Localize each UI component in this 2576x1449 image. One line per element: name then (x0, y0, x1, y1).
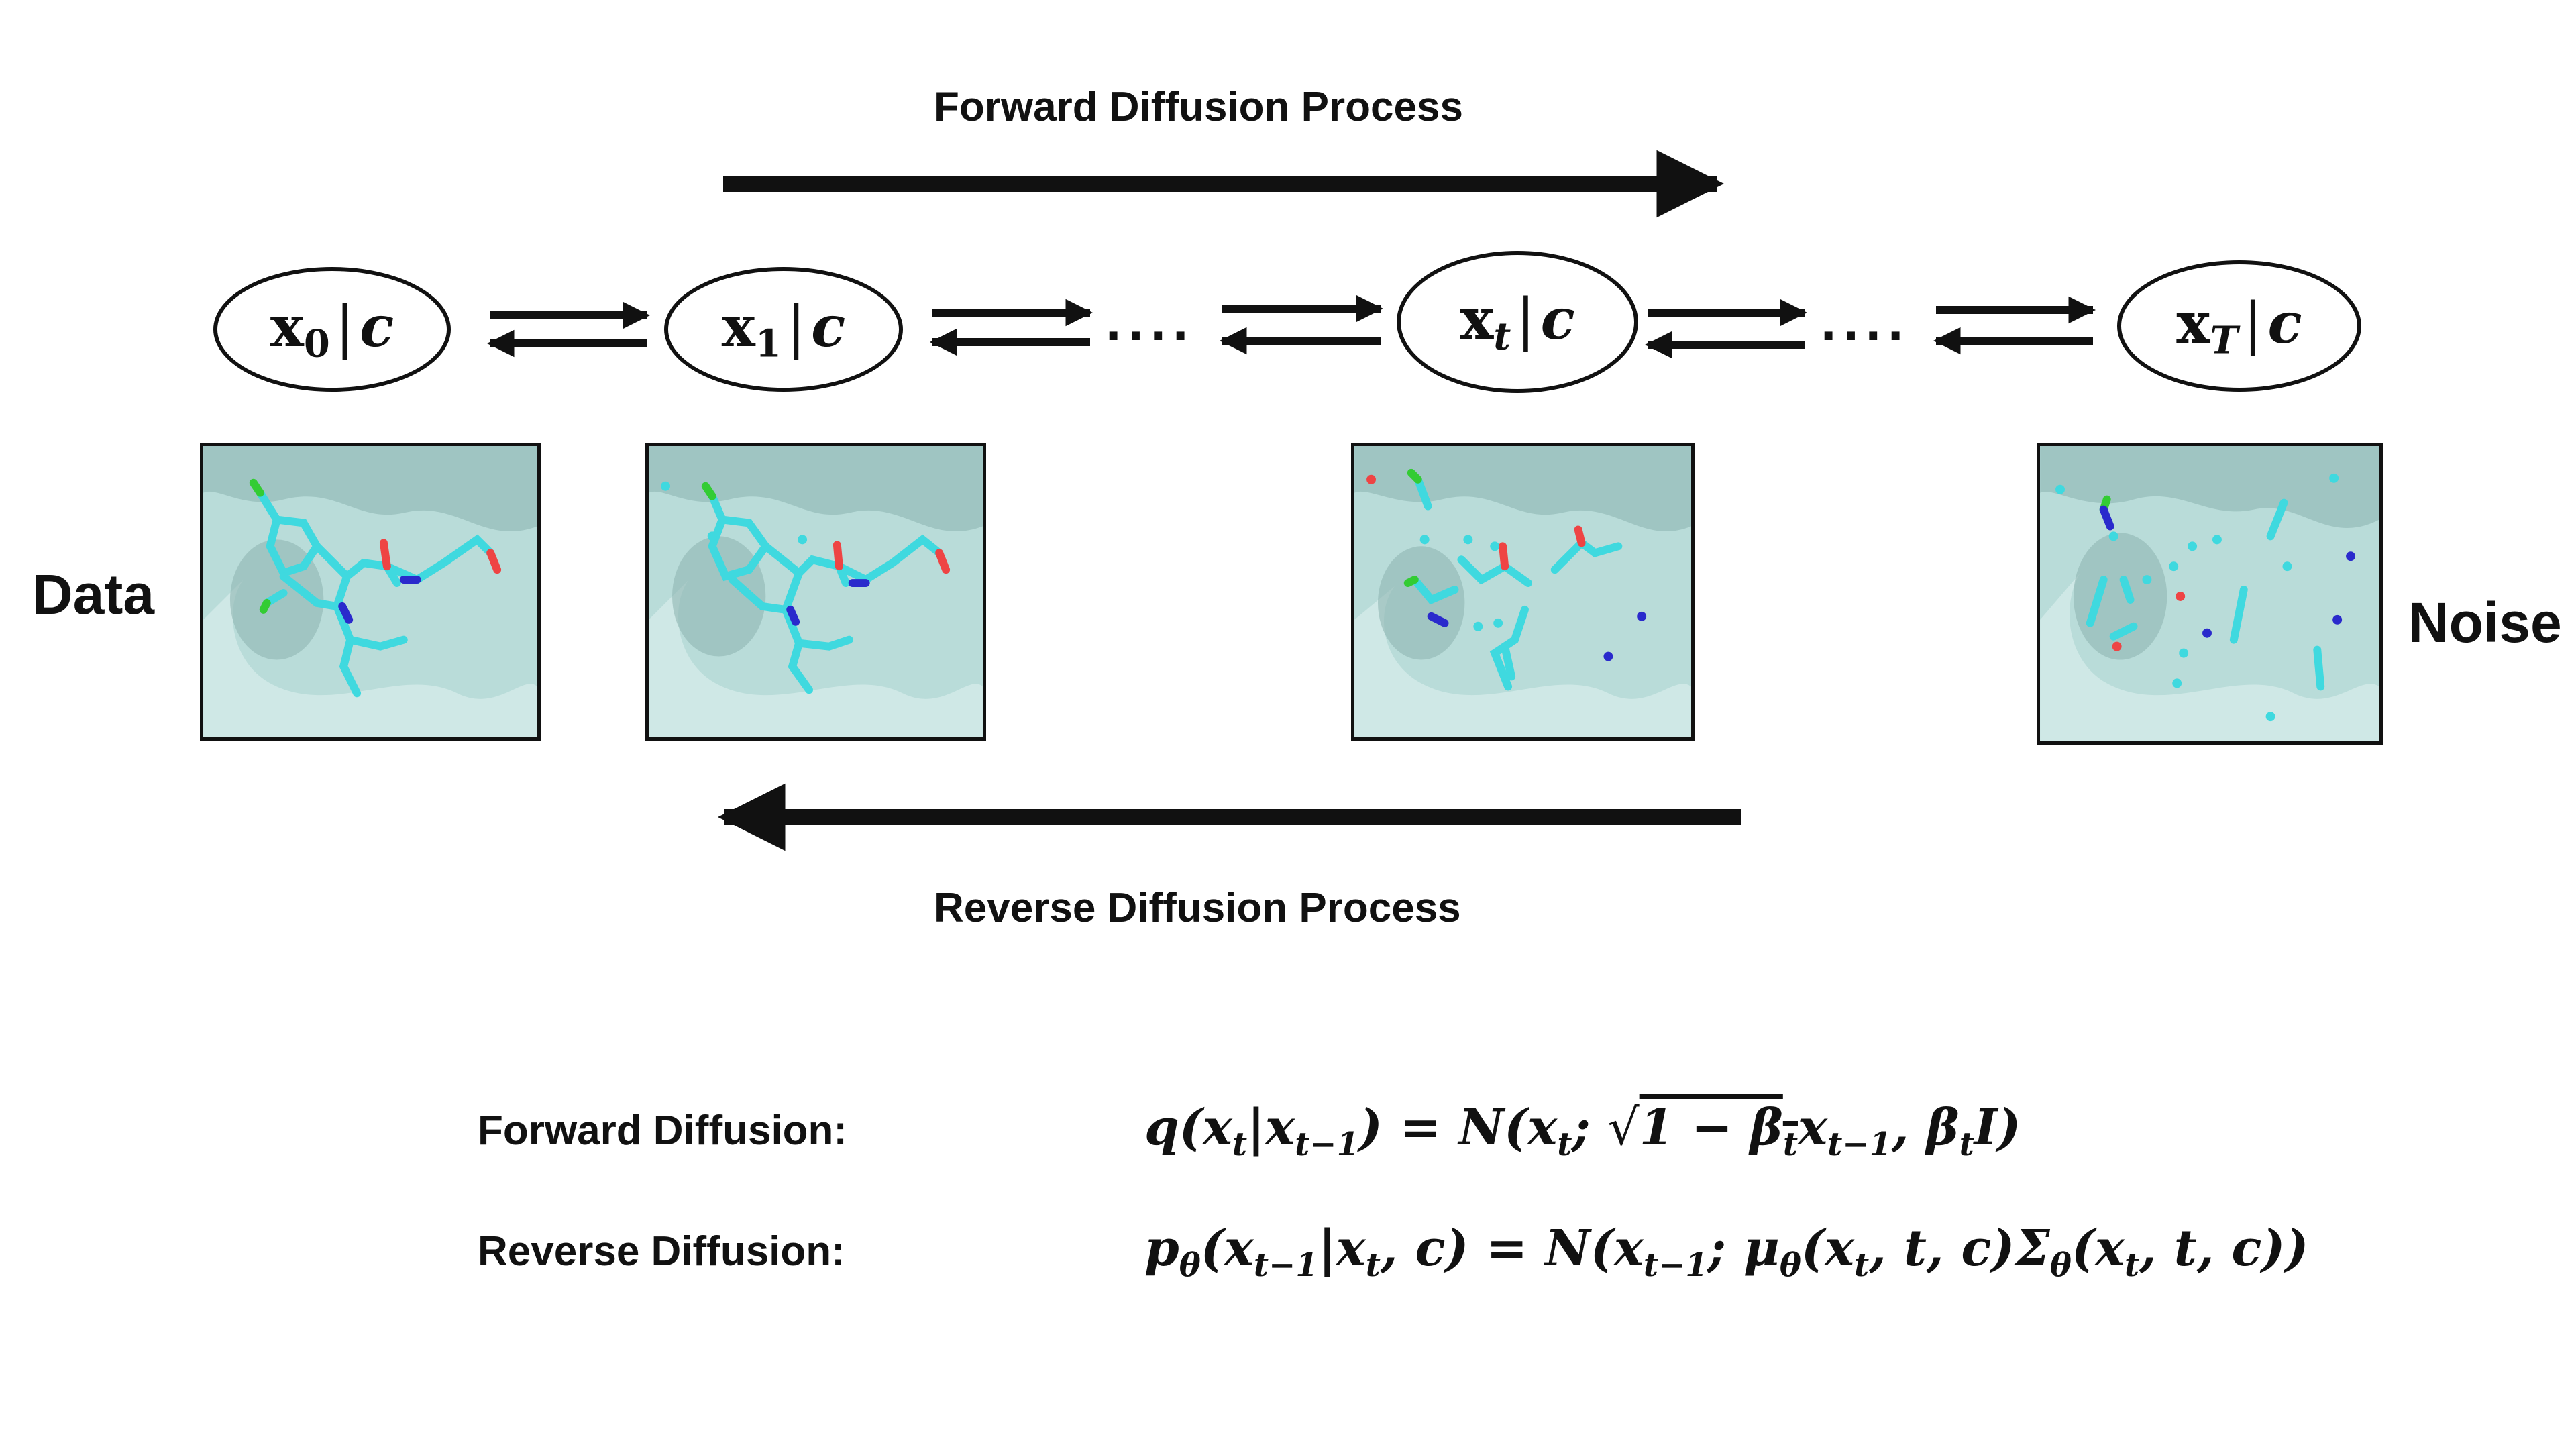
reverse-equation: pθ(xt−1|xt, c) = N(xt−1; μθ(xt, t, c)Σθ(… (1144, 1220, 2309, 1284)
reverse-eq-label: Reverse Diffusion: (478, 1228, 845, 1275)
molecule-image-xt (1354, 446, 1691, 737)
node-var: x (2176, 289, 2210, 356)
forward-process-title: Forward Diffusion Process (934, 84, 1463, 130)
ellipsis-1: .... (1106, 289, 1195, 352)
node-cond: c (1540, 285, 1575, 352)
node-sub: 0 (303, 321, 330, 366)
forward-equation: q(xt|xt−1) = N(xt; √1 − βtxt−1, βtI) (1144, 1099, 2021, 1163)
state-node-xt: xt|c (1397, 251, 1638, 393)
transition-arrows-t-dots (1644, 299, 1808, 359)
molecule-image-noise (2040, 446, 2379, 741)
molecule-panel-data (200, 443, 541, 741)
state-node-x1: x1|c (664, 267, 903, 392)
reverse-process-title: Reverse Diffusion Process (934, 885, 1461, 931)
state-node-x0: x0|c (213, 267, 451, 392)
node-var: x (270, 292, 304, 360)
molecule-panel-x1 (645, 443, 986, 741)
node-var: x (1460, 285, 1494, 352)
molecule-panel-noise (2037, 443, 2383, 745)
data-label: Data (32, 563, 155, 626)
node-var: x (721, 292, 755, 360)
node-cond: c (811, 292, 846, 360)
state-node-xT: xT|c (2117, 260, 2361, 392)
noise-label: Noise (2408, 591, 2562, 654)
node-sub: 1 (755, 321, 782, 366)
node-sub: T (2210, 318, 2239, 363)
transition-arrows-0-1 (486, 301, 651, 358)
node-cond: c (2267, 289, 2302, 356)
node-sub: t (1493, 314, 1511, 359)
transition-arrows-dots-t (1219, 294, 1384, 355)
molecule-panel-xt (1351, 443, 1695, 741)
node-cond: c (360, 292, 394, 360)
ellipsis-2: .... (1821, 289, 1911, 352)
molecule-image-data (203, 446, 537, 737)
transition-arrows-1-dots (929, 299, 1093, 356)
forward-eq-label: Forward Diffusion: (478, 1108, 848, 1154)
transition-arrows-dots-T (1933, 296, 2096, 355)
molecule-image-x1 (649, 446, 983, 737)
